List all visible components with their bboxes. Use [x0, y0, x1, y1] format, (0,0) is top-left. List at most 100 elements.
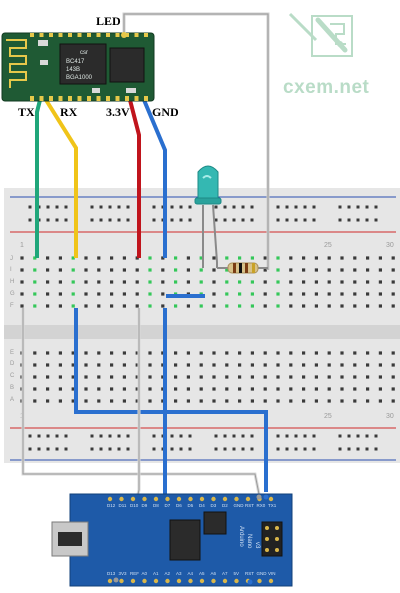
wire-rx[interactable] — [44, 98, 78, 258]
rail-hole — [55, 205, 59, 209]
breadboard-hole — [327, 304, 331, 308]
rail-hole — [37, 434, 41, 438]
rail-hole — [90, 447, 94, 451]
breadboard-hole — [174, 387, 178, 391]
breadboard-hole — [302, 304, 306, 308]
breadboard-hole — [212, 268, 216, 272]
breadboard-hole — [97, 399, 101, 403]
row-letter-g: G — [10, 291, 15, 297]
breadboard-hole — [186, 387, 190, 391]
breadboard-hole — [212, 292, 216, 296]
rail-hole — [250, 218, 254, 222]
rail-hole — [356, 434, 360, 438]
breadboard-hole — [391, 387, 395, 391]
nano-pin-label-top: D6 — [176, 503, 182, 508]
breadboard-hole — [199, 399, 203, 403]
breadboard-hole — [199, 375, 203, 379]
breadboard-hole — [110, 399, 114, 403]
rail-hole — [152, 447, 156, 451]
nano-pin-label-top: D10 — [130, 503, 139, 508]
rail-hole — [338, 434, 342, 438]
rail-hole — [356, 205, 360, 209]
rail-hole — [126, 205, 130, 209]
breadboard-hole — [122, 351, 126, 355]
breadboard-hole — [71, 375, 75, 379]
breadboard-hole — [327, 268, 331, 272]
nano-pin-top — [234, 496, 239, 502]
bt-pad-top — [96, 33, 101, 37]
breadboard-hole — [289, 292, 293, 296]
breadboard-hole — [263, 304, 267, 308]
breadboard-hole — [46, 292, 50, 296]
breadboard-hole — [20, 268, 24, 272]
breadboard-hole — [340, 387, 344, 391]
watermark-text: cxem.net — [283, 77, 370, 98]
label-rx: RX — [60, 105, 78, 119]
breadboard-hole — [110, 292, 114, 296]
breadboard-hole — [71, 351, 75, 355]
breadboard-hole — [161, 256, 165, 260]
breadboard-hole — [250, 363, 254, 367]
label-led: LED — [96, 14, 121, 28]
breadboard-hole — [250, 304, 254, 308]
breadboard-hole — [366, 268, 370, 272]
wire-tx[interactable] — [35, 99, 42, 258]
rail-hole — [312, 218, 316, 222]
rail-hole — [294, 434, 298, 438]
breadboard-hole — [161, 351, 165, 355]
nano-name: Arduino Nano v3 — [238, 526, 260, 549]
rail-hole — [276, 218, 280, 222]
breadboard-hole — [238, 256, 242, 260]
nano-pin-bottom — [119, 578, 124, 584]
breadboard-hole — [238, 363, 242, 367]
bt-pad-bottom — [77, 96, 82, 101]
wire-3v3[interactable] — [128, 99, 141, 258]
nano-pin-label-top: D9 — [142, 503, 148, 508]
row-letter-i: I — [10, 267, 12, 273]
nano-pin-bottom — [153, 578, 159, 584]
breadboard-hole — [46, 256, 50, 260]
breadboard-hole — [71, 399, 75, 403]
breadboard-hole — [238, 351, 242, 355]
breadboard-hole — [327, 387, 331, 391]
nano-pin-label-bottom: RST — [245, 571, 254, 576]
bt-pad-bottom — [30, 96, 34, 101]
resistor — [217, 262, 268, 274]
wire-rx-to-arduino[interactable] — [74, 308, 268, 492]
breadboard-hole — [46, 280, 50, 284]
breadboard-hole — [238, 387, 242, 391]
breadboard-hole — [340, 351, 344, 355]
row-letter-e: E — [10, 350, 14, 356]
breadboard-hole — [161, 292, 165, 296]
breadboard-hole — [276, 375, 280, 379]
breadboard-hole — [110, 387, 114, 391]
breadboard-hole — [148, 399, 152, 403]
breadboard-hole — [302, 256, 306, 260]
arduino-wire-ends — [113, 494, 269, 585]
bt-antenna-icon — [6, 39, 27, 88]
nano-pin-label-top: D7 — [165, 503, 171, 508]
rail-hole — [90, 218, 94, 222]
bt-pad-bottom — [115, 96, 120, 101]
rail-hole — [99, 434, 103, 438]
breadboard-hole — [161, 363, 165, 367]
rail-hole — [126, 434, 130, 438]
breadboard-hole — [302, 280, 306, 284]
breadboard-hole — [289, 351, 293, 355]
breadboard-hole — [135, 363, 139, 367]
soldering-iron-circuit-logo-icon — [288, 12, 353, 57]
breadboard-hole — [33, 280, 37, 284]
bt-pad-top — [144, 33, 148, 37]
breadboard-hole — [263, 375, 267, 379]
wire-gnd[interactable] — [142, 99, 167, 258]
breadboard-hole — [225, 292, 229, 296]
rail-hole — [214, 218, 218, 222]
nano-pin-label-bottom: A6 — [211, 571, 217, 576]
rail-hole — [276, 205, 280, 209]
rail-hole — [108, 205, 112, 209]
rail-hole — [303, 205, 307, 209]
breadboard-hole — [314, 387, 318, 391]
breadboard-hole — [58, 351, 62, 355]
breadboard-hole — [263, 399, 267, 403]
breadboard-hole — [46, 351, 50, 355]
